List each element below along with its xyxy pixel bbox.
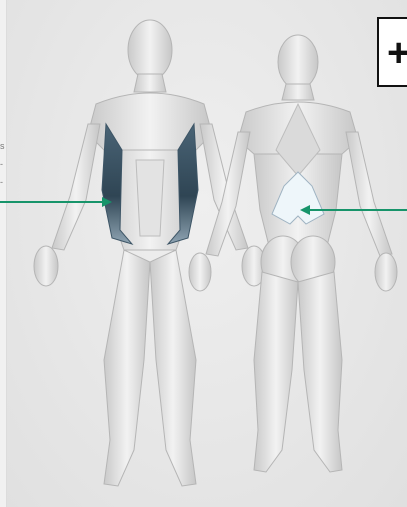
front-abdominals	[136, 160, 164, 236]
back-neck	[282, 84, 314, 100]
front-left-arm	[52, 124, 100, 250]
front-left-hand	[34, 246, 58, 286]
front-right-leg	[150, 250, 196, 486]
front-left-leg	[104, 250, 150, 486]
back-left-hand	[189, 253, 211, 291]
back-right-arm	[346, 132, 392, 256]
back-figure	[189, 35, 397, 472]
back-left-leg	[254, 272, 298, 472]
add-button[interactable]: +	[377, 17, 407, 87]
back-right-hand	[375, 253, 397, 291]
plus-icon: +	[387, 38, 407, 68]
back-right-leg	[298, 272, 342, 472]
front-figure	[34, 20, 266, 486]
front-neck	[134, 74, 166, 92]
back-head	[278, 35, 318, 89]
front-head	[128, 20, 172, 80]
